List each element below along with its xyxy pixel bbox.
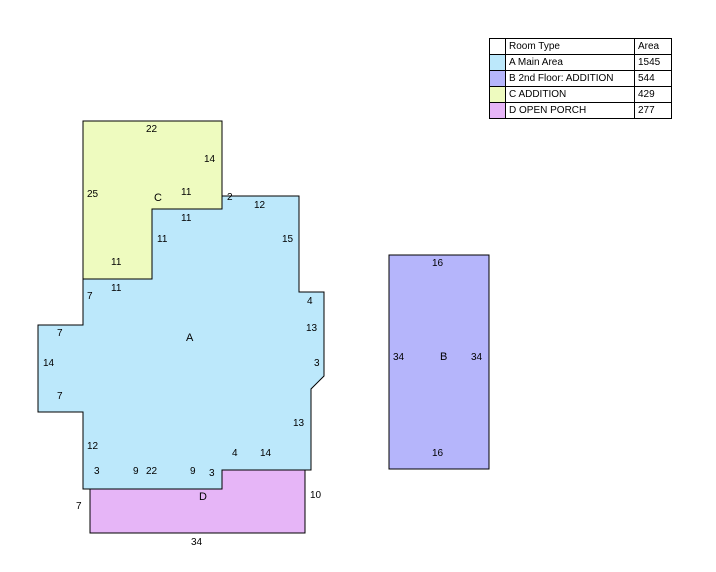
dim-a-left-mid: 14 [43,358,55,369]
legend-row: C ADDITION 429 [489,86,672,103]
legend-label-d: D OPEN PORCH [505,102,635,119]
legend-swatch-d [489,102,506,119]
dim-c-bottom: 11 [111,257,122,268]
dim-a-bottom-9a: 9 [133,466,139,477]
room-b-label: B [440,351,447,363]
dim-a-left-lower: 12 [87,441,99,452]
dim-a-top: 12 [254,200,266,211]
dim-b-left: 34 [393,352,405,363]
legend-row: A Main Area 1545 [489,54,672,71]
dim-d-left: 7 [76,501,82,512]
legend-row: B 2nd Floor: ADDITION 544 [489,70,672,87]
dim-a-right-upper: 15 [282,234,294,245]
legend-swatch-b [489,70,506,87]
legend-area-b: 544 [634,70,672,87]
room-c-addition [82,120,223,280]
dim-a-bottom-14: 14 [260,448,272,459]
dim-b-bottom: 16 [432,448,444,459]
legend-area-a: 1545 [634,54,672,71]
room-b-2nd-floor-addition [388,254,490,470]
dim-a-bottom-step: 3 [94,466,100,477]
legend-swatch-c [489,86,506,103]
room-d-label: D [199,491,207,503]
dim-c-step: 2 [227,192,233,203]
dim-c-left: 25 [87,189,99,200]
dim-c-inner-b: 11 [181,213,192,224]
legend-header-swatch [489,38,506,55]
room-d-open-porch [89,469,306,534]
dim-c-right: 14 [204,154,216,165]
dim-a-left-notch: 7 [57,328,63,339]
dim-a-right-lower: 13 [293,418,305,429]
legend-row: D OPEN PORCH 277 [489,102,672,119]
dim-b-top: 16 [432,258,444,269]
dim-d-right: 10 [310,490,322,501]
legend-label-b: B 2nd Floor: ADDITION [505,70,635,87]
dim-a-right-mid: 13 [306,323,318,334]
dim-b-right: 34 [471,352,483,363]
dim-a-bottom-4: 4 [232,448,238,459]
legend-label-a: A Main Area [505,54,635,71]
legend-label-c: C ADDITION [505,86,635,103]
room-c-label: C [154,192,162,204]
room-legend-table: Room Type Area A Main Area 1545 B 2nd Fl… [489,38,672,119]
dim-c-inner-a: 11 [181,187,192,198]
legend-swatch-a [489,54,506,71]
room-a-label: A [186,332,194,344]
legend-area-d: 277 [634,102,672,119]
dim-c-inner-c: 11 [157,234,168,245]
dim-a-step-top: 11 [111,283,122,294]
legend-area-c: 429 [634,86,672,103]
dim-a-right-notch: 4 [307,296,313,307]
dim-a-bottom-3: 3 [209,468,215,479]
dim-a-bottom-22: 22 [146,466,158,477]
legend-header-row: Room Type Area [489,38,672,55]
dim-a-right-small: 3 [314,358,320,369]
legend-header-room-type: Room Type [505,38,635,55]
dim-a-bottom-9b: 9 [190,466,196,477]
dim-d-bottom: 34 [191,537,203,548]
dim-c-top: 22 [146,124,158,135]
dim-a-left-notch2: 7 [57,391,63,402]
legend-header-area: Area [634,38,672,55]
dim-a-left-upper: 7 [87,291,93,302]
